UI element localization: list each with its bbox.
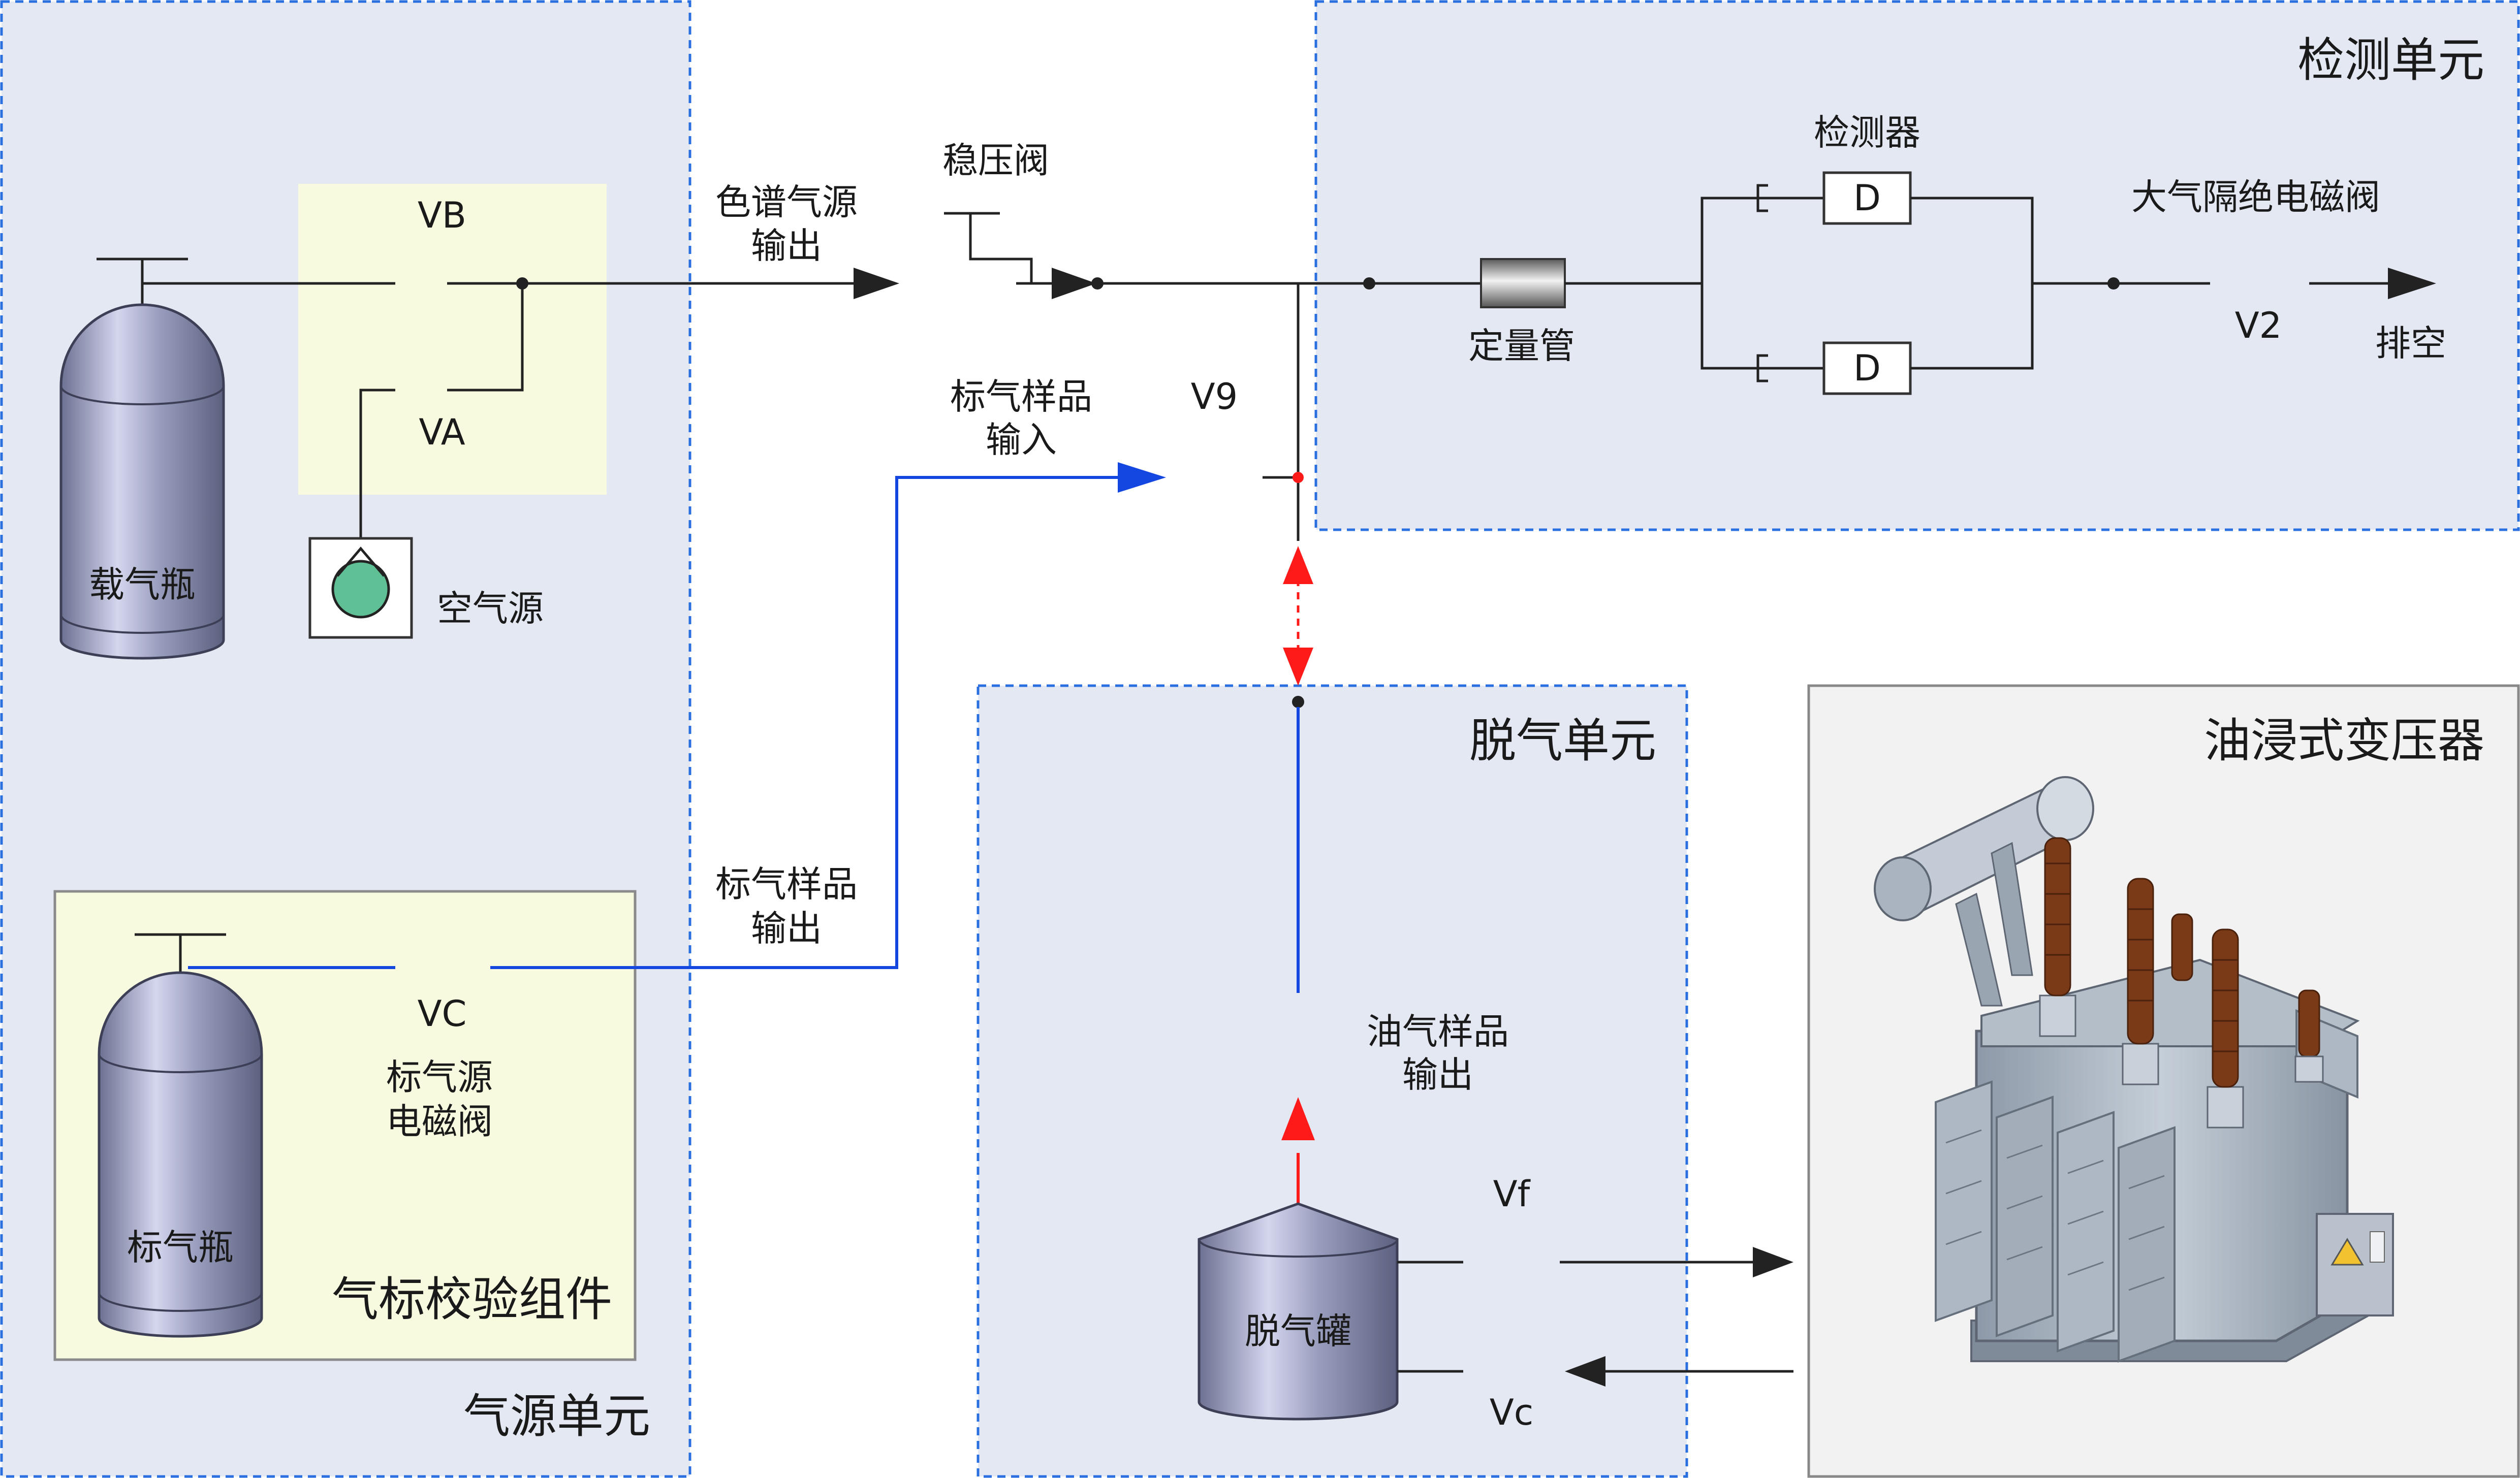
regulator-label: 稳压阀	[942, 140, 1049, 181]
std-bottle-label: 标气瓶	[127, 1227, 234, 1268]
junction-dot-3	[2107, 277, 2120, 290]
chrom-output-label-2: 输出	[751, 225, 822, 267]
air-source-label: 空气源	[437, 588, 544, 629]
junction-dot-2	[1363, 277, 1375, 290]
air-source	[308, 537, 413, 639]
red-bidirectional-arrow	[1283, 546, 1313, 686]
valve-vb-label: VB	[418, 195, 466, 236]
flow-arrow	[854, 268, 899, 299]
valve-va-label: VA	[419, 411, 465, 453]
valve-v9-label: V9	[1191, 376, 1238, 417]
detector-d1: D	[1853, 177, 1881, 219]
chrom-output-label: 色谱气源	[715, 181, 858, 223]
iso-valve-label: 大气隔绝电磁阀	[2131, 176, 2380, 218]
std-output-label: 标气样品	[715, 863, 858, 905]
calibration-panel-title: 气标校验组件	[332, 1272, 612, 1327]
valve-v2-label: V2	[2235, 305, 2282, 346]
std-input-label-2: 输入	[986, 419, 1057, 461]
detector-d2: D	[1853, 347, 1881, 389]
carrier-gas-bottle	[59, 258, 225, 660]
transformer-illustration	[1874, 776, 2394, 1363]
valve-vf-label: Vf	[1493, 1173, 1531, 1215]
std-input-label: 标气样品	[950, 376, 1092, 417]
valve-panel-vb-va	[298, 184, 607, 495]
to-transformer-arrow	[1753, 1247, 1793, 1277]
degas-tank-label: 脱气罐	[1245, 1310, 1351, 1352]
transformer-unit-title: 油浸式变压器	[2204, 714, 2484, 768]
degas-inlet-dot	[1292, 696, 1304, 708]
degassing-unit-title: 脱气单元	[1469, 714, 1656, 768]
valve-vc-lower-label: Vc	[1490, 1392, 1533, 1433]
std-valve-label: 标气源	[386, 1056, 493, 1098]
regulator-valve	[944, 212, 1104, 299]
detector-box-1	[1822, 171, 1912, 225]
degassing-tank	[1198, 1202, 1399, 1421]
standard-gas-bottle	[98, 933, 263, 1338]
from-transformer-arrow	[1565, 1356, 1605, 1387]
std-output-label-2: 输出	[751, 908, 822, 949]
detection-unit-title: 检测单元	[2297, 33, 2484, 87]
detector-label: 检测器	[1814, 112, 1920, 153]
oil-output-label: 油气样品	[1367, 1011, 1509, 1052]
gas-source-unit-title: 气源单元	[463, 1389, 650, 1443]
quant-tube-label: 定量管	[1468, 325, 1575, 367]
valve-vc-label: VC	[418, 993, 467, 1035]
std-input-arrow	[1118, 462, 1166, 493]
oil-output-label-2: 输出	[1402, 1054, 1473, 1096]
vent-arrow	[2388, 268, 2436, 299]
carrier-bottle-label: 载气瓶	[89, 564, 196, 605]
vent-label: 排空	[2375, 323, 2446, 364]
std-valve-label-2: 电磁阀	[386, 1101, 493, 1142]
v9-port-dot	[1293, 472, 1304, 483]
quant-tube	[1480, 258, 1566, 308]
oil-output-arrow	[1281, 1097, 1315, 1140]
air-bulb-icon	[331, 560, 390, 619]
